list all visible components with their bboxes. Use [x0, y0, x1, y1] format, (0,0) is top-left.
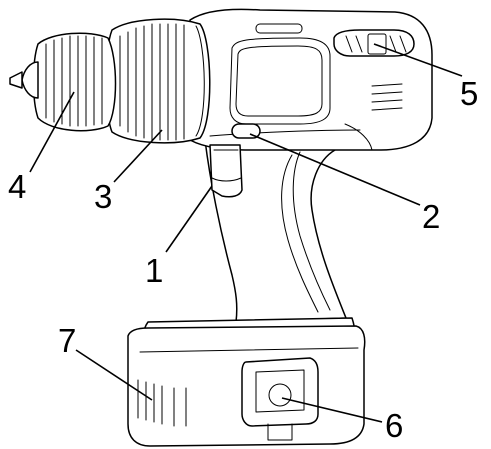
- battery-release-button: [241, 357, 319, 441]
- callout-7-leader: [75, 349, 153, 401]
- callout-4-leader: [29, 91, 75, 173]
- callout-6-label: 6: [385, 407, 403, 444]
- trigger: [209, 144, 243, 198]
- callout-5-label: 5: [460, 75, 478, 112]
- callout-5-leader: [373, 43, 463, 77]
- callout-2-leader: [249, 133, 421, 206]
- chuck: [9, 32, 117, 132]
- callout-1-leader: [165, 185, 213, 253]
- callout-2-label: 2: [422, 198, 440, 235]
- torque-ring: [105, 18, 211, 144]
- cordless-drill-icon: [9, 8, 433, 447]
- callout-6-leader: [281, 397, 383, 423]
- callout-7-label: 7: [58, 322, 76, 359]
- callout-3-leader: [113, 129, 163, 183]
- callout-1-label: 1: [145, 252, 163, 289]
- gear-switch: [333, 29, 415, 57]
- callout-4-label: 4: [8, 168, 26, 205]
- callout-3-label: 3: [94, 178, 112, 215]
